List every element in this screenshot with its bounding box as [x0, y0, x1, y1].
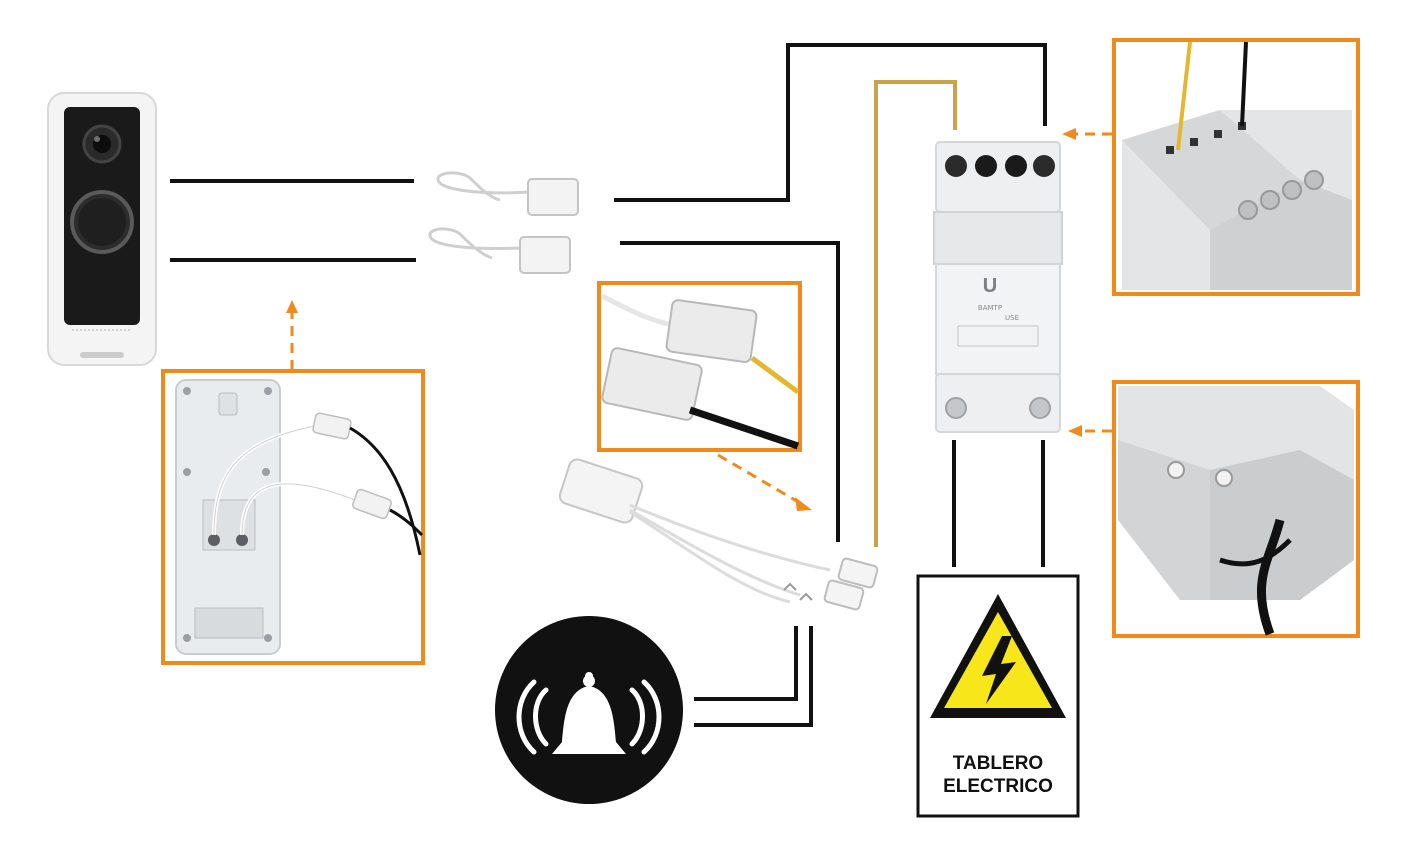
backplate-callout	[161, 369, 425, 665]
arrow-transformer-bottom-head	[1068, 425, 1082, 437]
sign-line-2: ELECTRICO	[943, 776, 1053, 797]
arrow-connectors	[717, 453, 801, 505]
connector-callout	[597, 281, 802, 452]
wire-chime-bottom	[694, 626, 813, 727]
transformer-top-callout	[1112, 38, 1360, 296]
arrow-backplate-head	[286, 300, 298, 313]
sign-line-1: TABLERO	[953, 753, 1043, 774]
transformer-model: BAMTP	[978, 304, 1002, 312]
doorbell-camera-icon	[47, 92, 157, 366]
callout-arrows	[286, 128, 1112, 511]
arrow-transformer-top-head	[1062, 128, 1076, 140]
arrow-connectors-head	[795, 497, 812, 511]
transformer-sub: USE	[1005, 314, 1019, 322]
transformer-icon: U BAMTP USE	[933, 141, 1063, 433]
wire-lines	[170, 43, 1047, 727]
wire-to-transformer-top	[614, 43, 1047, 202]
connector-pair	[428, 171, 579, 274]
wire-chime-top	[694, 626, 798, 701]
wire-gold-transformer	[874, 80, 957, 547]
bell-icon	[495, 616, 683, 804]
transformer-bottom-callout	[1112, 380, 1360, 638]
electric-hazard-icon	[930, 594, 1066, 718]
electrical-panel-sign: TABLERO ELECTRICO	[916, 574, 1080, 818]
chime-connector	[558, 458, 879, 611]
transformer-logo: U	[983, 275, 997, 297]
wire-to-chime-connector	[620, 241, 840, 542]
